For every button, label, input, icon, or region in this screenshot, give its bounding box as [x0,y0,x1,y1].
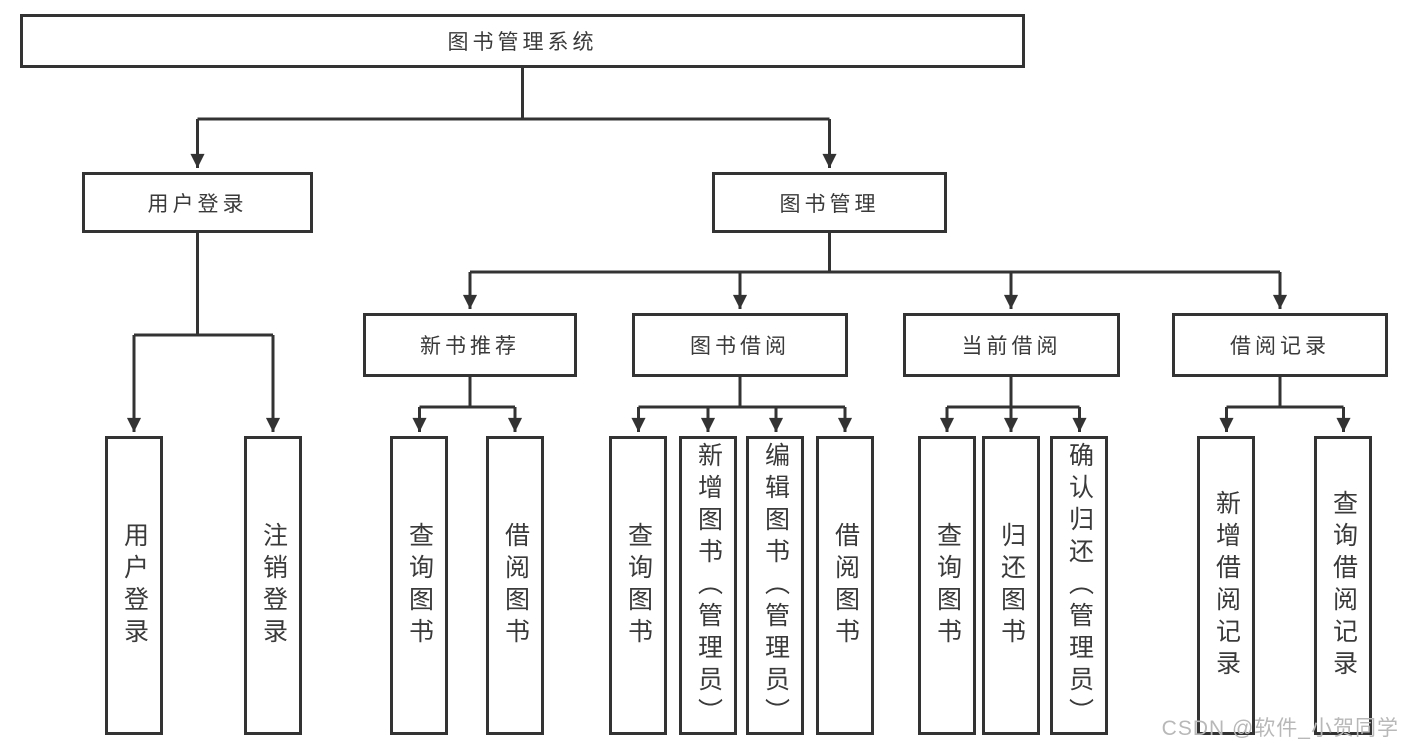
leaf-nbr-query-books-label: 查询图书 [405,521,434,650]
leaf-cb-return-books-label: 归还图书 [997,521,1026,650]
leaf-logout: 注销登录 [244,436,302,735]
connector-root-to-level2 [197,68,830,121]
connector-current-borrow-to-leaves [947,377,1080,409]
leaf-br-query-record-label: 查询借阅记录 [1329,489,1358,682]
leaf-bb-query-books-label: 查询图书 [624,521,653,650]
leaf-bb-edit-books-admin: 编辑图书（管理员） [746,436,804,735]
leaf-bb-edit-books-admin-label: 编辑图书（管理员） [761,441,790,730]
leaf-br-query-record: 查询借阅记录 [1314,436,1372,735]
leaf-cb-query-books-label: 查询图书 [933,521,962,650]
node-library-management-system: 图书管理系统 [20,14,1025,68]
node-borrow-records: 借阅记录 [1172,313,1388,377]
leaf-nbr-query-books: 查询图书 [390,436,448,735]
leaf-cb-confirm-return-admin: 确认归还（管理员） [1050,436,1108,735]
leaf-cb-confirm-return-admin-label: 确认归还（管理员） [1065,441,1094,730]
leaf-user-login-label: 用户登录 [120,521,149,650]
connector-borrow-records-to-leaves [1226,377,1344,409]
leaf-nbr-borrow-books-label: 借阅图书 [501,521,530,650]
connector-book-management-to-level3 [470,233,1280,274]
node-new-book-recommend: 新书推荐 [363,313,577,377]
node-user-login: 用户登录 [82,172,313,233]
node-book-management: 图书管理 [712,172,947,233]
leaf-logout-label: 注销登录 [259,521,288,650]
leaf-cb-return-books: 归还图书 [982,436,1040,735]
leaf-bb-add-books-admin: 新增图书（管理员） [679,436,737,735]
connector-user-login-to-leaves [134,233,273,337]
leaf-cb-query-books: 查询图书 [918,436,976,735]
node-current-borrow: 当前借阅 [903,313,1120,377]
leaf-br-add-record-label: 新增借阅记录 [1212,489,1241,682]
connector-new-book-recommend-to-leaves [419,377,515,409]
leaf-bb-borrow-books: 借阅图书 [816,436,874,735]
leaf-bb-add-books-admin-label: 新增图书（管理员） [694,441,723,730]
node-book-borrow: 图书借阅 [632,313,848,377]
leaf-bb-borrow-books-label: 借阅图书 [831,521,860,650]
connector-book-borrow-to-leaves [638,377,845,409]
leaf-br-add-record: 新增借阅记录 [1197,436,1255,735]
leaf-nbr-borrow-books: 借阅图书 [486,436,544,735]
leaf-user-login: 用户登录 [105,436,163,735]
leaf-bb-query-books: 查询图书 [609,436,667,735]
